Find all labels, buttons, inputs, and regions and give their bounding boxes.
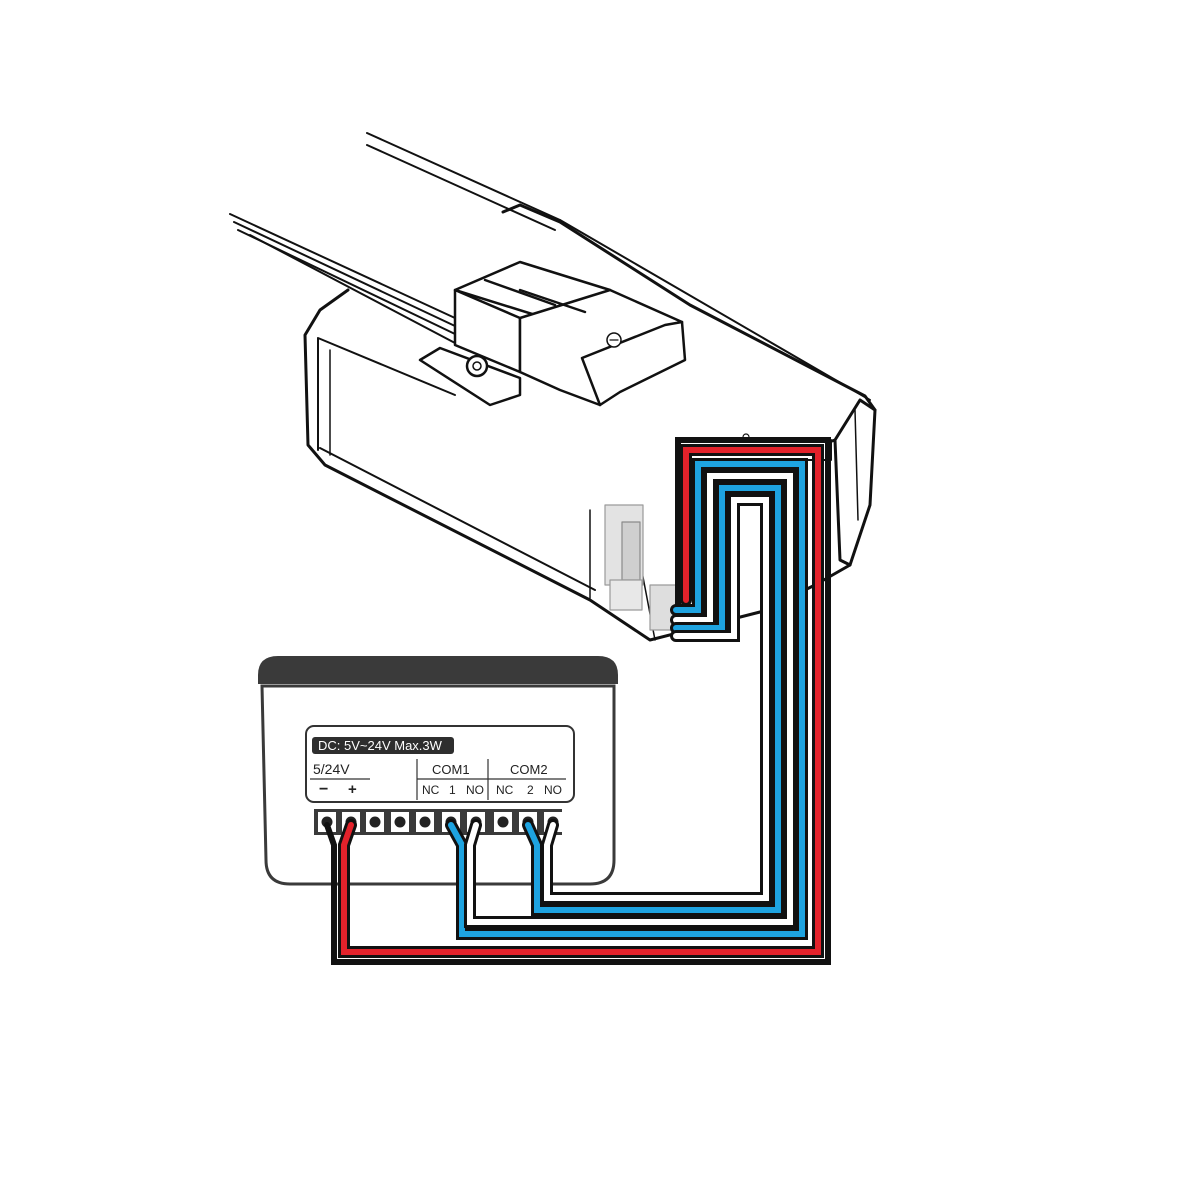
- com1-nc-label: NC: [422, 783, 440, 797]
- side-connector: [604, 504, 681, 631]
- plus-label: +: [348, 781, 357, 798]
- com1-return-wire: [467, 473, 793, 925]
- com2-2-label: 2: [527, 783, 534, 797]
- com1-no-label: NO: [466, 783, 484, 797]
- com1-label: COM1: [432, 762, 470, 777]
- com2-label: COM2: [510, 762, 548, 777]
- rating-badge-text: DC: 5V~24V Max.3W: [318, 738, 443, 753]
- motor-unit: [229, 132, 877, 642]
- com2-no-label: NO: [544, 783, 562, 797]
- com1-1-label: 1: [449, 783, 456, 797]
- com1-signal-wire: [448, 461, 805, 937]
- receiver-top-band: [258, 656, 618, 684]
- receiver-box: DC: 5V~24V Max.3W 5/24V − + COM1 NC 1 NO…: [258, 656, 618, 886]
- wires: [324, 437, 831, 965]
- com2-return-wire: [544, 497, 769, 901]
- mounting-bracket: [418, 260, 687, 407]
- minus-label: −: [319, 781, 328, 798]
- rail: [229, 132, 871, 401]
- com2-signal-wire: [525, 485, 781, 913]
- negative-wire: [324, 437, 831, 965]
- com2-nc-label: NC: [496, 783, 514, 797]
- power-label: 5/24V: [313, 761, 350, 777]
- rating-badge: [312, 737, 454, 754]
